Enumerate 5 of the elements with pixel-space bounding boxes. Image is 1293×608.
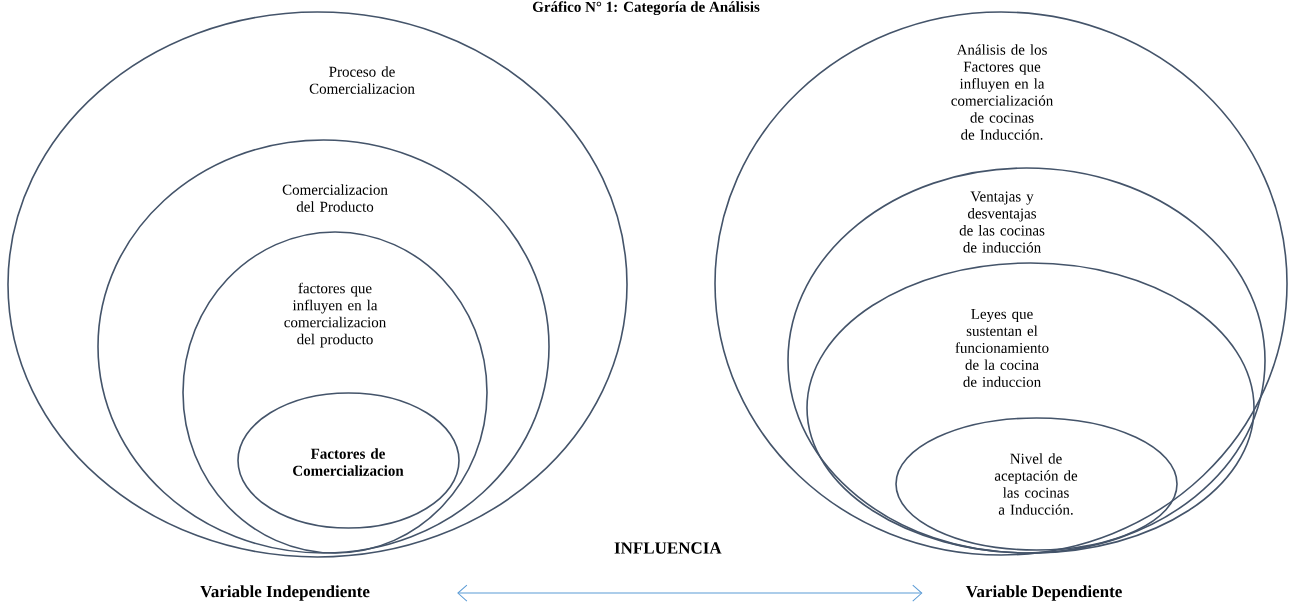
variable-label: Variable Independiente (200, 585, 370, 601)
variable-label: Variable Dependiente (965, 585, 1122, 601)
arrow (457, 584, 923, 602)
title: Gráfico N° 1: Categoría de Análisis (532, 1, 760, 16)
edge-label: INFLUENCIA (614, 542, 722, 554)
